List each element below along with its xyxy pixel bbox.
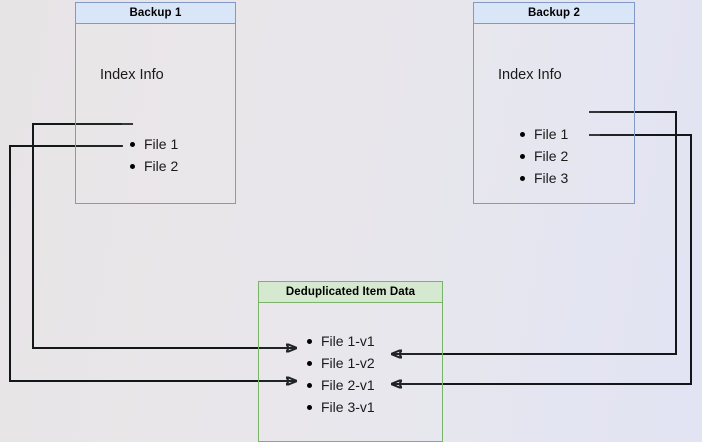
- deduplicated-item-data-title: Deduplicated Item Data: [259, 282, 442, 303]
- backup-1-title: Backup 1: [76, 3, 235, 24]
- deduplicated-item-data-node[interactable]: Deduplicated Item Data File 1-v1 File 1-…: [258, 281, 443, 442]
- list-item[interactable]: File 3-v1: [305, 396, 375, 418]
- backup-2-file-list: File 1 File 2 File 3: [518, 123, 568, 189]
- list-item[interactable]: File 1: [518, 123, 568, 145]
- deduplicated-file-list: File 1-v1 File 1-v2 File 2-v1 File 3-v1: [305, 330, 375, 418]
- list-item[interactable]: File 1: [128, 133, 178, 155]
- backup-2-index-info-label: Index Info: [498, 67, 562, 83]
- list-item[interactable]: File 1-v2: [305, 352, 375, 374]
- backup-1-index-info-label: Index Info: [100, 67, 164, 83]
- list-item[interactable]: File 2: [518, 145, 568, 167]
- backup-2-title: Backup 2: [474, 3, 634, 24]
- backup-2-node[interactable]: Backup 2 Index Info File 1 File 2 File 3: [473, 2, 635, 204]
- list-item[interactable]: File 2: [128, 155, 178, 177]
- backup-2-body: Index Info File 1 File 2 File 3: [474, 24, 634, 203]
- list-item[interactable]: File 2-v1: [305, 374, 375, 396]
- backup-1-file-list: File 1 File 2: [128, 133, 178, 177]
- backup-1-body: Index Info File 1 File 2: [76, 24, 235, 203]
- deduplicated-item-data-body: File 1-v1 File 1-v2 File 2-v1 File 3-v1: [259, 303, 442, 441]
- list-item[interactable]: File 1-v1: [305, 330, 375, 352]
- backup-1-node[interactable]: Backup 1 Index Info File 1 File 2: [75, 2, 236, 204]
- list-item[interactable]: File 3: [518, 167, 568, 189]
